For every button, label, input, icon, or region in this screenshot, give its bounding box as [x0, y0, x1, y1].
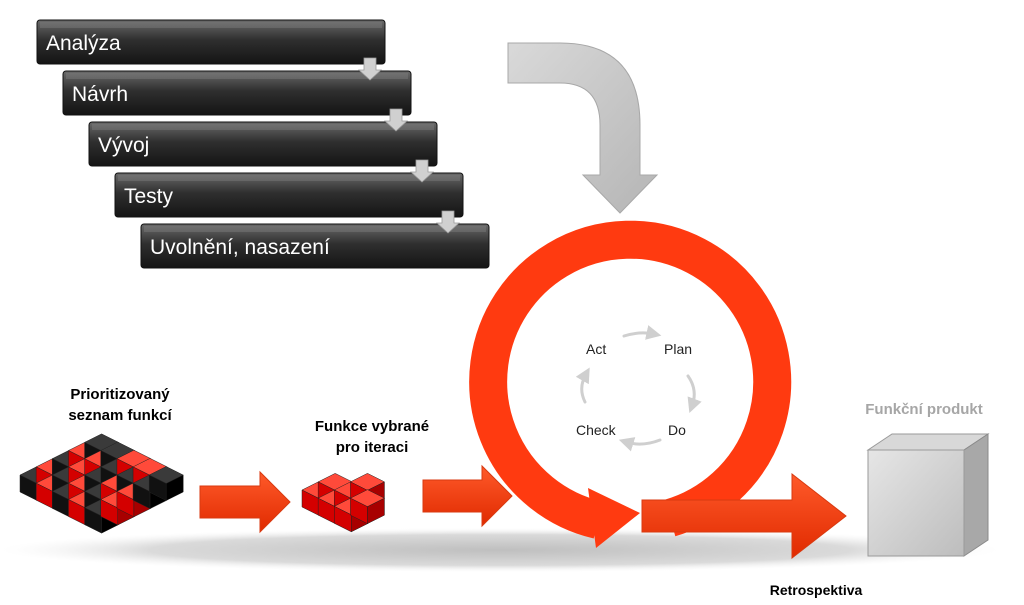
- pdca-do-label: Do: [668, 422, 686, 438]
- retrospective-label: Retrospektiva: [770, 582, 863, 598]
- loop-arrowhead-icon: [588, 488, 640, 548]
- pdca-check-label: Check: [576, 422, 617, 438]
- waterfall-step-label: Uvolnění, nasazení: [150, 236, 330, 259]
- waterfall-step-vyvoj: Vývoj: [88, 121, 438, 167]
- iteration-label-line2: pro iteraci: [336, 439, 409, 456]
- pdca-cycle: [575, 325, 702, 452]
- product-cube: [866, 433, 990, 557]
- waterfall-step-label: Analýza: [46, 32, 121, 55]
- backlog-cubes: [19, 433, 184, 534]
- step-connector-arrows: [357, 57, 461, 234]
- waterfall-step-label: Testy: [124, 185, 174, 208]
- waterfall-step-testy: Testy: [114, 172, 464, 218]
- pdca-plan-label: Plan: [664, 341, 692, 357]
- down-arrow-icon: [383, 108, 409, 132]
- release-arrow-icon: [641, 472, 847, 560]
- iteration-loop: [469, 220, 792, 548]
- backlog-label-line2: seznam funkcí: [68, 407, 172, 424]
- cycle-arrow-icon: [575, 367, 590, 404]
- down-arrow-icon: [435, 210, 461, 234]
- cycle-arrow-icon: [686, 374, 702, 414]
- black-cube-icon: [148, 466, 184, 501]
- iteration-label-line1: Funkce vybrané: [315, 418, 429, 435]
- cycle-arrow-icon: [618, 437, 662, 452]
- down-arrow-icon: [357, 57, 383, 81]
- waterfall-steps: Analýza Návrh Vývoj Testy Uvolnění, nasa…: [36, 19, 490, 269]
- red-cube-icon: [349, 489, 386, 525]
- floor-shadow: [0, 528, 1000, 572]
- backlog-label-line1: Prioritizovaný: [70, 386, 170, 403]
- transition-arrow-icon: [507, 42, 659, 214]
- waterfall-step-label: Vývoj: [98, 134, 149, 157]
- waterfall-step-uvolneni: Uvolnění, nasazení: [140, 223, 490, 269]
- waterfall-step-label: Návrh: [72, 83, 128, 106]
- iteration-cubes: [301, 473, 386, 533]
- flow-arrow-icon: [422, 464, 513, 528]
- down-arrow-icon: [409, 159, 435, 183]
- pdca-act-label: Act: [586, 341, 606, 357]
- waterfall-step-navrh: Návrh: [62, 70, 412, 116]
- product-label: Funkční produkt: [865, 401, 983, 418]
- waterfall-step-analyza: Analýza: [36, 19, 386, 65]
- cycle-arrow-icon: [622, 325, 662, 340]
- flow-arrow-icon: [199, 470, 291, 534]
